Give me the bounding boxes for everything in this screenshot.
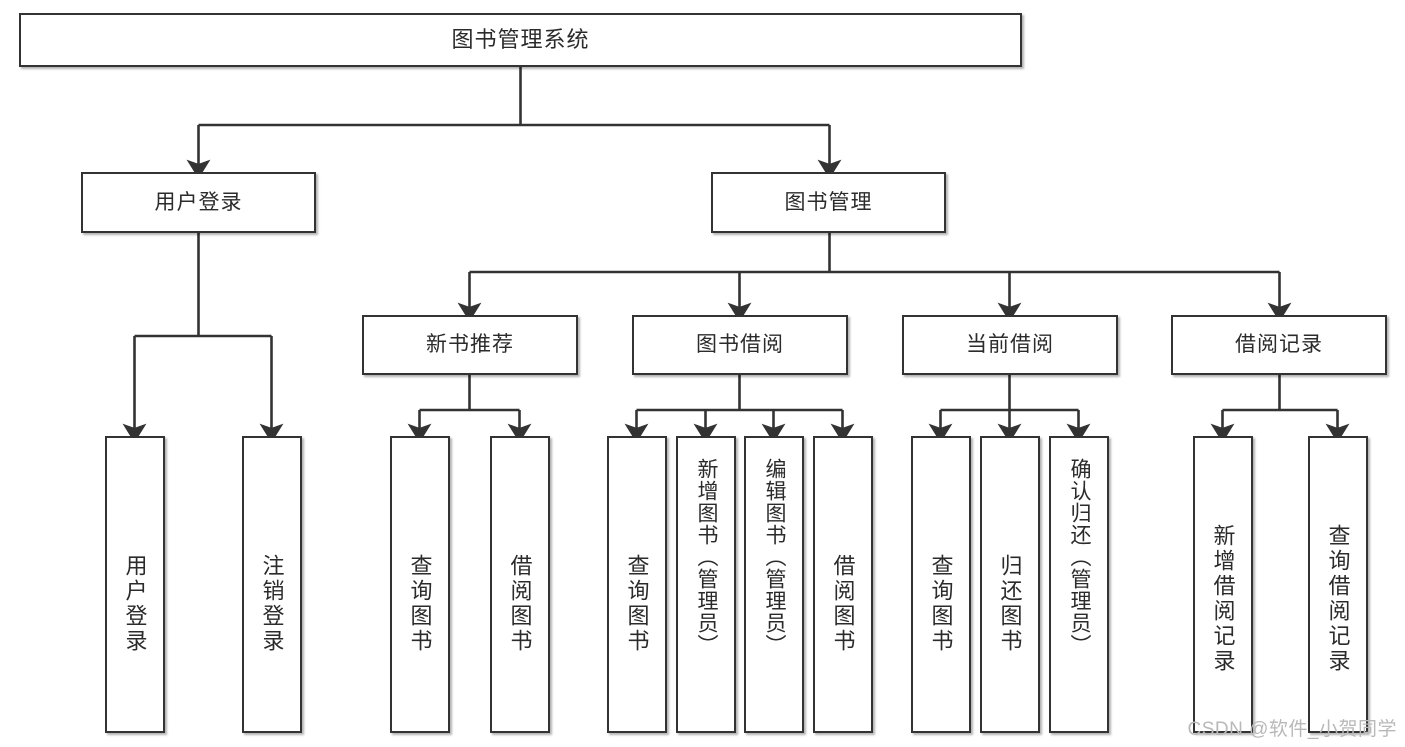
- node-book-manage[interactable]: 图书管理: [711, 172, 946, 233]
- leaf-add-book[interactable]: 新增图书（管理员）: [676, 436, 736, 733]
- leaf-confirm-return[interactable]: 确认归还（管理员）: [1049, 436, 1109, 733]
- leaf-query-book-borrow[interactable]: 查询图书: [607, 436, 667, 733]
- node-label: 图书管理: [784, 190, 873, 214]
- node-label: 查询图书: [624, 554, 650, 654]
- node-label: 当前借阅: [966, 333, 1054, 357]
- node-root-system[interactable]: 图书管理系统: [19, 13, 1022, 67]
- node-book-borrow[interactable]: 图书借阅: [632, 315, 848, 375]
- node-label: 新增借阅记录: [1210, 524, 1236, 674]
- leaf-borrow-book-borrow[interactable]: 借阅图书: [813, 436, 873, 733]
- node-user-login[interactable]: 用户登录: [81, 172, 316, 233]
- leaf-user-login[interactable]: 用户登录: [105, 436, 165, 733]
- leaf-borrow-book-new[interactable]: 借阅图书: [490, 436, 550, 733]
- node-label: 新书推荐: [426, 333, 514, 357]
- leaf-return-book[interactable]: 归还图书: [980, 436, 1040, 733]
- node-new-book-recommend[interactable]: 新书推荐: [362, 315, 578, 375]
- node-label: 注销登录: [259, 554, 285, 654]
- node-label: 用户登录: [122, 554, 148, 654]
- node-label: 归还图书: [997, 554, 1023, 654]
- node-current-borrow[interactable]: 当前借阅: [902, 315, 1118, 375]
- node-label: 查询图书: [407, 554, 433, 654]
- node-label: 图书借阅: [696, 333, 784, 357]
- node-label: 查询借阅记录: [1325, 524, 1351, 674]
- node-label: 查询图书: [928, 554, 954, 654]
- leaf-query-borrow-record[interactable]: 查询借阅记录: [1308, 436, 1368, 733]
- leaf-query-book-new[interactable]: 查询图书: [390, 436, 450, 733]
- node-label: 借阅图书: [830, 554, 856, 654]
- csdn-watermark: CSDN @软件_小贺同学: [1187, 719, 1397, 740]
- leaf-logout-login[interactable]: 注销登录: [242, 436, 302, 733]
- node-label: 用户登录: [154, 190, 243, 214]
- node-label: 确认归还（管理员）: [1068, 458, 1092, 656]
- leaf-edit-book[interactable]: 编辑图书（管理员）: [744, 436, 804, 733]
- node-label: 借阅记录: [1235, 333, 1323, 357]
- leaf-query-book-current[interactable]: 查询图书: [911, 436, 971, 733]
- node-borrow-record[interactable]: 借阅记录: [1171, 315, 1387, 375]
- node-label: 编辑图书（管理员）: [763, 458, 787, 656]
- node-label: 图书管理系统: [451, 26, 590, 52]
- leaf-add-borrow-record[interactable]: 新增借阅记录: [1193, 436, 1253, 733]
- node-label: 新增图书（管理员）: [695, 458, 719, 656]
- node-label: 借阅图书: [507, 554, 533, 654]
